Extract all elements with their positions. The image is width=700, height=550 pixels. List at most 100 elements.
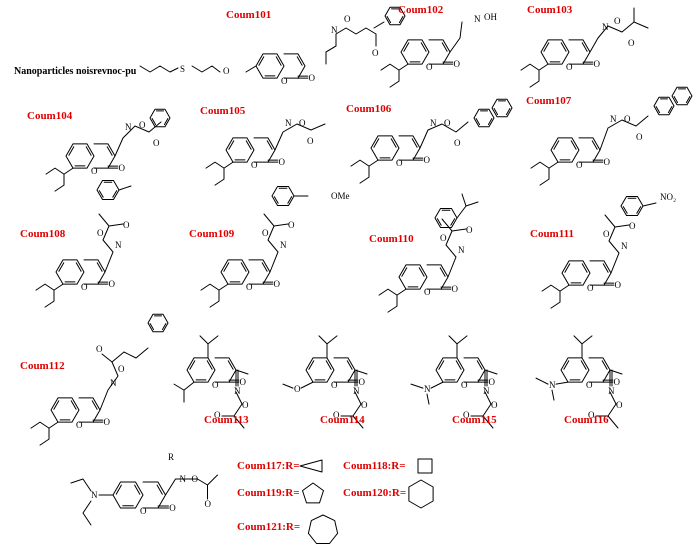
coum104-ester [114, 121, 162, 157]
double-bond [261, 262, 268, 272]
double-bond [85, 146, 92, 156]
label-coum107: Coum107 [526, 95, 572, 107]
label-coum119: Coum119:R= [237, 487, 300, 499]
coum115-dimethylamino [410, 381, 444, 405]
coum109-benzo-ring [220, 259, 250, 285]
double-bond [98, 190, 104, 198]
label-coum106: Coum106 [346, 103, 392, 115]
double-bond [401, 267, 408, 277]
double-bond [390, 138, 397, 148]
o-coum114: O [361, 400, 368, 410]
o-coum110: O [440, 233, 447, 243]
double-bond [591, 140, 598, 150]
coum114-methoxy [282, 381, 314, 389]
coum108-ester [98, 213, 114, 273]
coum102-pyranone-ring [428, 39, 451, 65]
linker-oxygen-atom: O [223, 66, 230, 76]
coum105-benzo-ring [225, 137, 255, 163]
coum112-pentyl [30, 421, 59, 429]
n-coum115: N [483, 386, 490, 396]
coum112-phenyl-ring [147, 313, 169, 333]
carbonyl [614, 224, 630, 228]
coum112-benzo-ring [50, 397, 80, 423]
coum113-isopropyl [199, 335, 219, 359]
label-coum102: Coum102 [398, 4, 444, 16]
ring-oxygen-atom: O [91, 166, 98, 176]
carbonyl-oxygen-atom: O [279, 157, 286, 167]
o-107: O [624, 114, 631, 124]
coum102-pentyl [380, 63, 409, 71]
diethylamino [70, 478, 114, 526]
double-bond [96, 262, 103, 272]
coum108-aryl-ring [96, 180, 120, 200]
double-bond [189, 360, 196, 370]
coum109-ester [263, 213, 279, 273]
coum114-oxime [354, 369, 368, 387]
nanoparticle-label: Nanoparticles noisrevnoc-pu [14, 66, 137, 77]
carbonyl-oxygen-atom: O [274, 279, 281, 289]
label-coum105: Coum105 [200, 105, 246, 117]
double-bond [581, 42, 588, 52]
coum107-pyranone-ring [578, 137, 601, 163]
n-coum113: N [234, 386, 241, 396]
coum106-naphthyl-b [491, 98, 513, 118]
o-106: O [444, 118, 451, 128]
linker [245, 65, 257, 73]
double-bond [581, 263, 588, 273]
coum101-benzoyl-ring [384, 6, 406, 26]
bond-lines [30, 6, 693, 544]
cyclobutyl-ring [417, 458, 433, 474]
double-bond [70, 400, 77, 410]
carbonyl-oxygen-atom: O [452, 284, 459, 294]
label-coum121: Coum121:R= [237, 521, 300, 533]
coum103-pentyl [520, 63, 549, 71]
pentyl-branch [387, 294, 398, 313]
coum115-isopropyl [448, 335, 468, 359]
coum104-pyranone-ring [93, 143, 116, 169]
ring-oxygen-atom: O [586, 380, 593, 390]
double-bond [386, 16, 392, 24]
coum116-oxime [609, 369, 623, 387]
double-bond [450, 218, 456, 226]
label-coum114: Coum114 [320, 414, 365, 426]
coum115-benzo-ring [435, 357, 465, 383]
hydroxyl-group: OH [484, 12, 497, 22]
pentyl-branch [389, 69, 400, 88]
double-bond [543, 42, 550, 52]
n-105: N [285, 118, 292, 128]
double-bond [441, 42, 448, 52]
double-bond [68, 146, 75, 156]
ring-oxygen-atom: O [461, 380, 468, 390]
coum111-benzo-ring [561, 260, 591, 286]
double-bond [505, 108, 511, 116]
coum114-pyranone-ring [333, 357, 356, 383]
n-coum116: N [608, 386, 615, 396]
o-101: O [344, 14, 351, 24]
coum101-pyranone-ring [283, 53, 306, 79]
coum108-pyranone-ring [83, 259, 106, 285]
coum117-121-benzo-ring [112, 481, 144, 509]
coum103-pyranone-ring [568, 39, 591, 65]
double-bond [438, 360, 445, 370]
n-104: N [125, 122, 132, 132]
coum115-oxime [484, 369, 498, 387]
o-103: O [614, 16, 621, 26]
coum116-acetate [595, 391, 619, 429]
label-coum101: Coum101 [226, 9, 271, 21]
o2-coum115: O [463, 410, 470, 420]
label-coum118: Coum118:R= [343, 460, 406, 472]
oxime-ester-r [165, 474, 218, 500]
carbonyl-oxygen-atom: O [604, 157, 611, 167]
double-bond [296, 56, 303, 66]
coum111-pentyl [541, 284, 570, 292]
double-bond [685, 96, 691, 104]
coum116-pyranone-ring [588, 357, 611, 383]
ring-oxygen-atom: O [566, 62, 573, 72]
carbonyl-oxygen-atom: O [614, 377, 621, 387]
coum102-oxime [449, 21, 463, 53]
double-bond [475, 118, 481, 126]
double-bond [161, 323, 167, 331]
coum109-pyranone-ring [248, 259, 271, 285]
pentyl-branch [529, 69, 540, 88]
double-bond [564, 263, 571, 273]
